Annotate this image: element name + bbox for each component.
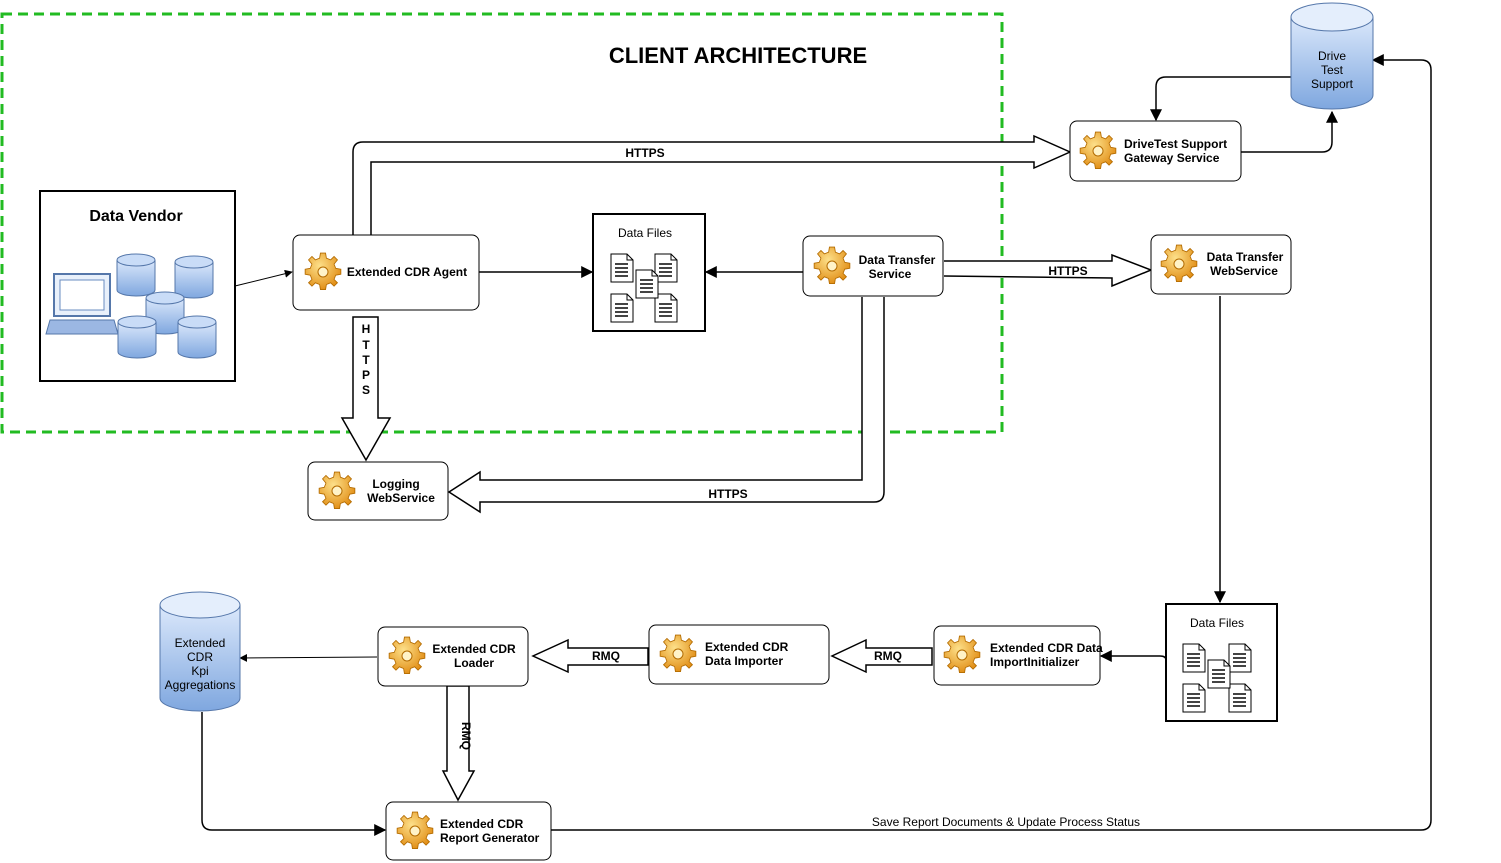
computer-icon bbox=[45, 273, 119, 335]
https-webservice-label: HTTPS bbox=[1048, 264, 1087, 278]
svg-text:CDR: CDR bbox=[187, 650, 213, 664]
svg-text:DriveTest Support: DriveTest Support bbox=[1124, 137, 1227, 151]
svg-text:Data Transfer: Data Transfer bbox=[1207, 250, 1284, 264]
https-vertical-label: H T T P S bbox=[362, 322, 371, 397]
edge-loader-to-kpi bbox=[239, 653, 378, 662]
svg-text:Data Transfer: Data Transfer bbox=[859, 253, 936, 267]
rmq-importer-label: RMQ bbox=[874, 649, 902, 663]
database-drive-test-support: Drive Test Support bbox=[1290, 2, 1374, 110]
node-logging-webservice: Logging WebService bbox=[307, 461, 449, 521]
svg-text:Aggregations: Aggregations bbox=[165, 678, 236, 692]
svg-text:Test: Test bbox=[1321, 63, 1344, 77]
gear-icon bbox=[318, 471, 356, 510]
node-loader: Extended CDR Loader bbox=[377, 626, 529, 687]
svg-text:S: S bbox=[362, 383, 370, 397]
svg-text:Loader: Loader bbox=[454, 656, 494, 670]
page-title: CLIENT ARCHITECTURE bbox=[609, 43, 867, 68]
svg-text:Report Generator: Report Generator bbox=[440, 831, 540, 845]
gear-icon bbox=[943, 635, 981, 674]
gear-icon bbox=[659, 634, 697, 673]
node-data-transfer-service: Data Transfer Service bbox=[802, 235, 944, 297]
node-drivetest-gateway-service: DriveTest Support Gateway Service bbox=[1069, 120, 1242, 182]
svg-text:Extended CDR: Extended CDR bbox=[705, 640, 789, 654]
svg-text:Logging: Logging bbox=[372, 477, 419, 491]
database-kpi-aggregations: Extended CDR Kpi Aggregations bbox=[159, 591, 241, 712]
https-logging-label: HTTPS bbox=[708, 487, 747, 501]
svg-text:T: T bbox=[362, 338, 370, 352]
node-data-files-bottom: Data Files bbox=[1165, 603, 1278, 722]
svg-text:Extended CDR: Extended CDR bbox=[432, 642, 516, 656]
gear-icon bbox=[396, 811, 434, 850]
data-vendor-label: Data Vendor bbox=[89, 208, 182, 225]
svg-text:Kpi: Kpi bbox=[191, 664, 208, 678]
gear-icon bbox=[304, 252, 342, 291]
edge-dts-db-to-gateway bbox=[1150, 76, 1291, 122]
svg-text:Support: Support bbox=[1311, 77, 1354, 91]
edge-https-agent-to-logging bbox=[340, 316, 392, 462]
svg-text:Data Files: Data Files bbox=[1190, 616, 1244, 630]
edge-kpi-to-report bbox=[201, 712, 387, 836]
edge-vendor-to-agent bbox=[234, 269, 293, 287]
svg-text:Data Importer: Data Importer bbox=[705, 654, 783, 668]
edge-gateway-to-dts-db bbox=[1241, 110, 1338, 153]
gear-icon bbox=[1160, 244, 1198, 283]
svg-text:Extended: Extended bbox=[175, 636, 226, 650]
node-data-files-top: Data Files bbox=[592, 213, 706, 332]
rmq-vertical-label: RMQ bbox=[459, 722, 473, 750]
edge-rmq-initializer-to-importer bbox=[830, 638, 933, 674]
https-gateway-label: HTTPS bbox=[625, 146, 664, 160]
edge-rmq-importer-to-loader bbox=[531, 638, 649, 674]
node-data-transfer-webservice: Data Transfer WebService bbox=[1150, 234, 1292, 295]
svg-text:ImportInitializer: ImportInitializer bbox=[990, 655, 1080, 669]
svg-text:WebService: WebService bbox=[1210, 264, 1278, 278]
client-architecture-boundary bbox=[0, 12, 1004, 434]
gear-icon bbox=[1079, 131, 1117, 170]
rmq-loader-label: RMQ bbox=[592, 649, 620, 663]
data-vendor-box: Data Vendor bbox=[39, 190, 236, 382]
node-report-generator: Extended CDR Report Generator bbox=[385, 801, 552, 861]
edge-https-dts-to-logging bbox=[447, 297, 885, 514]
gear-icon bbox=[388, 636, 426, 675]
edge-https-agent-to-gateway bbox=[352, 134, 1072, 235]
svg-text:Extended CDR Data: Extended CDR Data bbox=[990, 641, 1103, 655]
node-import-initializer: Extended CDR Data ImportInitializer bbox=[933, 625, 1103, 686]
node-data-importer: Extended CDR Data Importer bbox=[648, 624, 830, 685]
svg-text:P: P bbox=[362, 368, 370, 382]
svg-text:Extended CDR: Extended CDR bbox=[440, 817, 524, 831]
edge-datafiles-to-initializer bbox=[1099, 650, 1167, 662]
svg-text:Extended CDR Agent: Extended CDR Agent bbox=[347, 265, 467, 279]
svg-text:WebService: WebService bbox=[367, 491, 435, 505]
edge-rmq-loader-to-report bbox=[441, 685, 476, 802]
svg-text:Service: Service bbox=[869, 267, 912, 281]
node-extended-cdr-agent: Extended CDR Agent bbox=[292, 234, 480, 311]
svg-text:T: T bbox=[362, 353, 370, 367]
svg-text:Data Files: Data Files bbox=[618, 226, 672, 240]
save-report-label: Save Report Documents & Update Process S… bbox=[872, 815, 1140, 829]
edge-report-to-dts-db bbox=[551, 54, 1432, 831]
gear-icon bbox=[813, 246, 851, 285]
svg-text:Gateway Service: Gateway Service bbox=[1124, 151, 1220, 165]
svg-text:Drive: Drive bbox=[1318, 49, 1346, 63]
svg-text:H: H bbox=[362, 322, 371, 336]
